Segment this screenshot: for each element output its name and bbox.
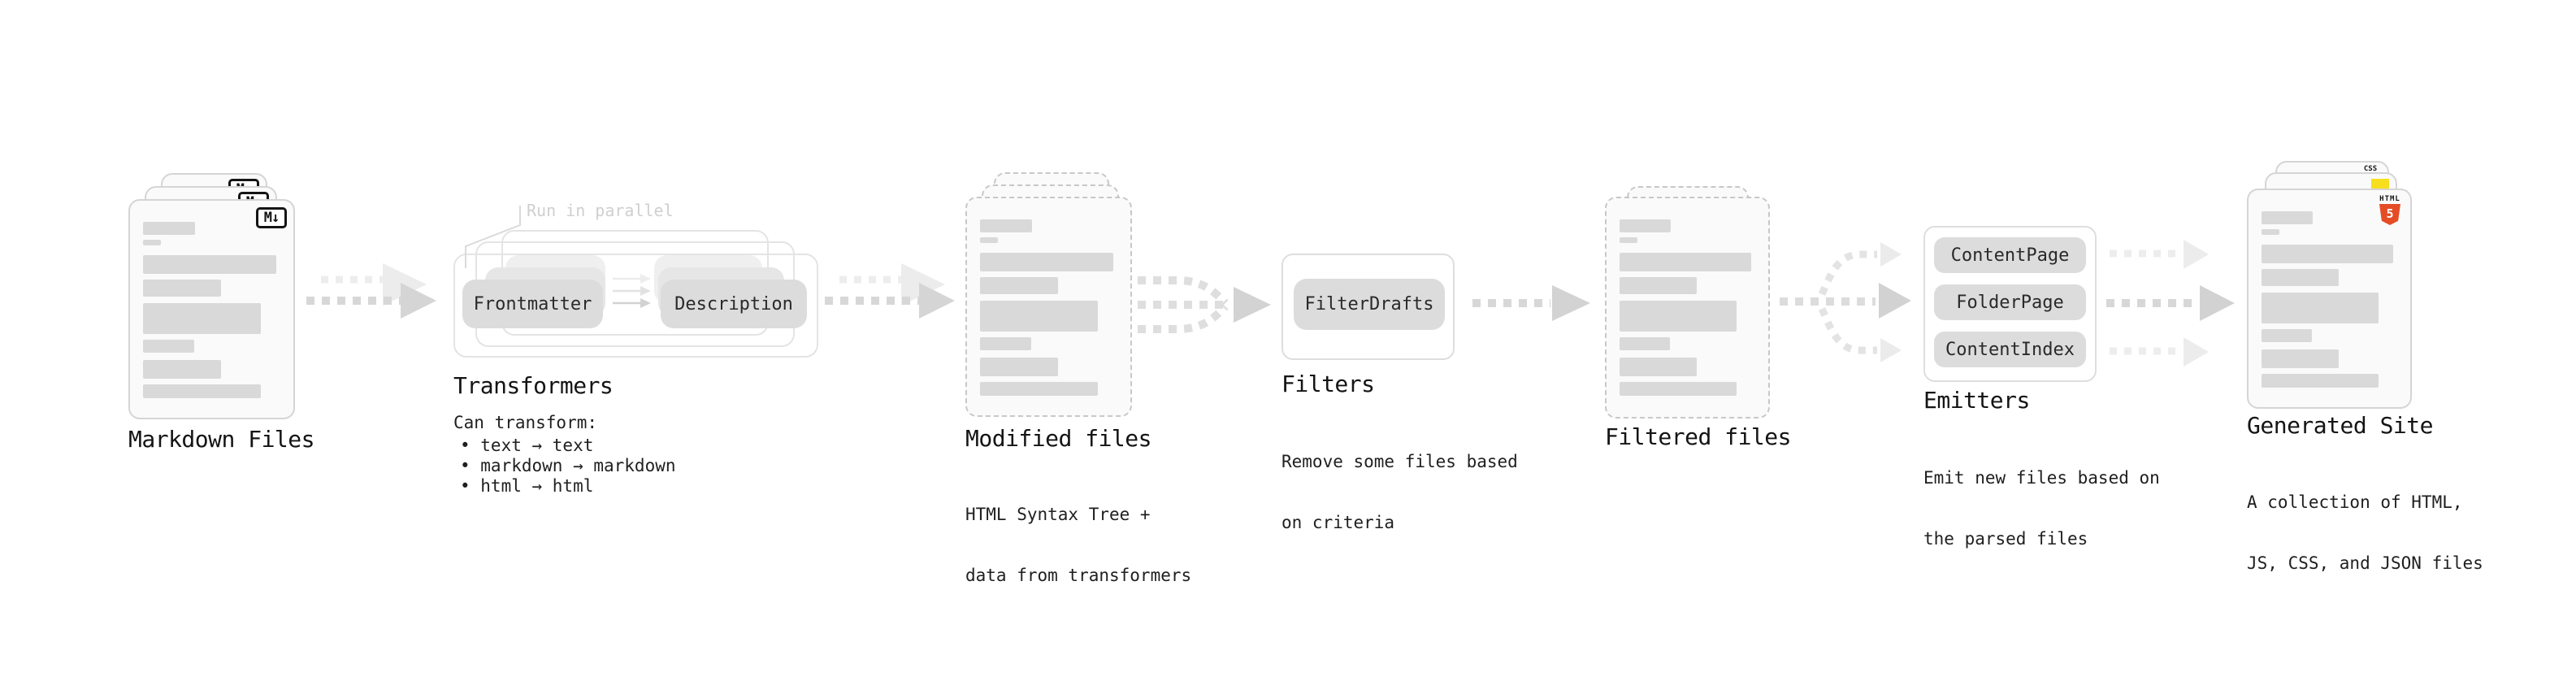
transform-flow-arrows xyxy=(613,274,651,308)
placeholder-bar xyxy=(1620,219,1672,232)
modified-files-description: HTML Syntax Tree + data from transformer… xyxy=(965,464,1191,627)
placeholder-bar xyxy=(1620,337,1670,350)
document-content xyxy=(130,201,293,418)
placeholder-bar xyxy=(1620,358,1698,376)
placeholder-bar xyxy=(980,382,1099,396)
transform-bullet: • markdown → markdown xyxy=(460,456,676,475)
placeholder-bar xyxy=(2262,349,2340,368)
placeholder-bar xyxy=(980,237,998,243)
arrow-filters-to-filtered xyxy=(1472,285,1590,321)
emitters-description: Emit new files based on the parsed files xyxy=(1923,427,2160,590)
placeholder-bar xyxy=(143,255,276,274)
placeholder-bar xyxy=(1620,382,1737,396)
contentpage-node: ContentPage xyxy=(1934,237,2086,273)
placeholder-bar xyxy=(980,253,1113,271)
run-in-parallel-connector xyxy=(465,206,521,268)
js-icon xyxy=(2371,179,2389,190)
document-content xyxy=(1607,198,1768,417)
html5-icon-number: 5 xyxy=(2386,206,2394,221)
arrow-transformers-to-modified xyxy=(825,263,955,319)
arrow-filtered-to-emitters-fanout xyxy=(1780,242,1911,362)
placeholder-bar xyxy=(143,360,222,379)
placeholder-bar xyxy=(143,303,262,334)
modified-files-label: Modified files xyxy=(965,425,1152,452)
description-line: Emit new files based on xyxy=(1923,468,2160,488)
transformer-box-front xyxy=(453,254,818,358)
placeholder-bar xyxy=(980,337,1031,350)
transformers-label: Transformers xyxy=(453,372,614,399)
placeholder-bar xyxy=(1620,237,1637,243)
placeholder-bar xyxy=(2262,269,2340,286)
placeholder-bar xyxy=(2262,374,2379,388)
run-in-parallel-label: Run in parallel xyxy=(527,201,674,220)
arrow-markdown-to-transformers xyxy=(306,263,436,319)
transform-bullet: • html → html xyxy=(460,476,594,496)
placeholder-bar xyxy=(1620,253,1751,271)
description-line: data from transformers xyxy=(965,566,1192,585)
placeholder-bar xyxy=(2262,245,2393,263)
placeholder-bar xyxy=(2262,329,2312,342)
placeholder-bar xyxy=(980,358,1059,376)
document-content xyxy=(967,198,1130,415)
emitters-label: Emitters xyxy=(1923,387,2030,414)
description-node: Description xyxy=(661,280,807,328)
document-card-front: M↓ xyxy=(128,199,295,419)
description-line: HTML Syntax Tree + xyxy=(965,505,1151,524)
transformers-description: Can transform: xyxy=(453,413,598,432)
arrow-emitters-to-site xyxy=(2106,240,2235,367)
markdown-icon: M↓ xyxy=(256,207,287,228)
document-content xyxy=(2249,190,2410,407)
filters-description: Remove some files based on criteria xyxy=(1281,411,1518,574)
folderpage-node: FolderPage xyxy=(1934,284,2086,320)
arrow-modified-to-filters-merge xyxy=(1138,276,1271,333)
html5-icon-label: HTML xyxy=(2379,195,2400,203)
frontmatter-node: Frontmatter xyxy=(462,280,603,328)
document-card-front xyxy=(1605,197,1770,419)
css-icon-label: CSS xyxy=(2363,165,2378,173)
description-line: Remove some files based xyxy=(1281,452,1518,471)
markdown-files-label: Markdown Files xyxy=(128,426,315,453)
filterdrafts-node: FilterDrafts xyxy=(1294,279,1445,330)
placeholder-bar xyxy=(1620,277,1698,294)
transform-bullet: • text → text xyxy=(460,436,594,455)
description-line: JS, CSS, and JSON files xyxy=(2247,553,2483,573)
placeholder-bar xyxy=(143,280,222,297)
placeholder-bar xyxy=(143,340,194,353)
placeholder-bar xyxy=(2262,229,2279,235)
placeholder-bar xyxy=(2262,293,2379,323)
generated-site-description: A collection of HTML, JS, CSS, and JSON … xyxy=(2247,452,2483,614)
filtered-files-label: Filtered files xyxy=(1605,423,1792,450)
placeholder-bar xyxy=(143,240,161,245)
placeholder-bar xyxy=(1620,301,1737,332)
document-card-front xyxy=(965,197,1132,417)
description-line: the parsed files xyxy=(1923,529,2088,549)
placeholder-bar xyxy=(143,222,196,235)
contentindex-node: ContentIndex xyxy=(1934,332,2086,367)
placeholder-bar xyxy=(143,384,262,398)
placeholder-bar xyxy=(2262,211,2314,224)
placeholder-bar xyxy=(980,219,1033,232)
placeholder-bar xyxy=(980,301,1099,332)
html5-icon: HTML 5 xyxy=(2378,195,2402,225)
document-card-front: HTML 5 xyxy=(2247,189,2412,409)
generated-site-label: Generated Site xyxy=(2247,412,2434,439)
description-line: A collection of HTML, xyxy=(2247,492,2463,512)
filters-label: Filters xyxy=(1281,371,1375,397)
description-line: on criteria xyxy=(1281,513,1395,532)
placeholder-bar xyxy=(980,277,1059,294)
